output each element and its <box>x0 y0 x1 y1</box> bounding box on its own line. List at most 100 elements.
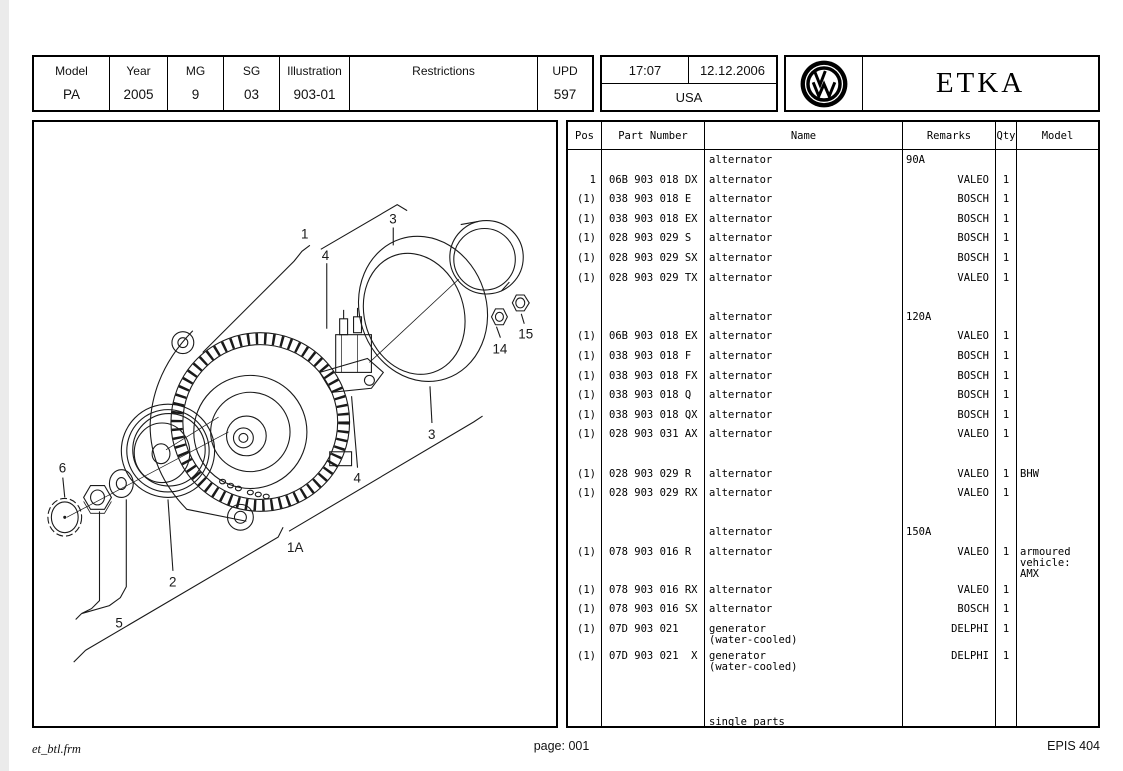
callout-1[interactable]: 1 <box>301 226 308 241</box>
name-cell: single parts <box>705 712 903 726</box>
remarks-cell: VALEO <box>903 169 996 190</box>
name-cell: alternator <box>705 599 903 620</box>
mg-value: 9 <box>191 87 200 102</box>
qty-cell <box>996 673 1017 693</box>
callout-2[interactable]: 2 <box>169 575 176 590</box>
name-cell: alternator <box>705 169 903 190</box>
name-cell: alternator <box>705 541 903 580</box>
qty-cell: 1 <box>996 228 1017 248</box>
table-row[interactable]: single parts <box>568 712 1098 726</box>
part-number-cell: 028 903 029 S <box>602 228 705 248</box>
model-cell <box>1017 366 1098 386</box>
part-number-cell: 038 903 018 FX <box>602 365 705 386</box>
model-cell <box>1017 346 1098 366</box>
model-cell <box>1017 424 1098 444</box>
col-header-part: Part Number <box>602 122 705 149</box>
part-number-cell: 028 903 029 TX <box>602 267 705 288</box>
pos-cell <box>568 150 602 170</box>
qty-cell: 1 <box>996 385 1017 405</box>
part-number-cell: 028 903 029 RX <box>602 483 705 503</box>
alternator-exploded-drawing: 1 4 3 14 15 3 4 1A 2 5 6 <box>47 204 533 663</box>
name-cell: alternator <box>705 267 903 288</box>
pos-cell <box>568 712 602 726</box>
remarks-cell <box>903 712 996 726</box>
pos-cell: (1) <box>568 483 602 503</box>
qty-cell <box>996 150 1017 170</box>
name-cell <box>705 673 903 693</box>
vw-logo-icon <box>786 57 863 110</box>
header-brand-box: ETKA <box>784 55 1100 112</box>
remarks-cell <box>903 287 996 307</box>
model-cell <box>1017 150 1098 170</box>
qty-cell: 1 <box>996 208 1017 229</box>
callout-5[interactable]: 5 <box>115 615 122 630</box>
part-number-cell: 028 903 031 AX <box>602 424 705 444</box>
part-number-cell: 038 903 018 F <box>602 345 705 366</box>
col-header-pos: Pos <box>568 122 602 149</box>
name-cell: alternator <box>705 463 903 484</box>
model-cell: armoured vehicle: AMX <box>1020 545 1071 580</box>
model-cell: BHW <box>1020 467 1039 480</box>
remarks-cell: BOSCH <box>903 189 996 209</box>
callout-15[interactable]: 15 <box>518 327 533 342</box>
callout-4-top[interactable]: 4 <box>322 248 330 263</box>
qty-cell: 1 <box>996 599 1017 620</box>
col-header-remarks: Remarks <box>903 122 996 149</box>
remarks-cell: BOSCH <box>903 247 996 268</box>
remarks-cell: VALEO <box>903 579 996 600</box>
sg-label: SG <box>242 64 261 78</box>
callout-1A[interactable]: 1A <box>287 540 303 555</box>
callout-6[interactable]: 6 <box>59 461 66 476</box>
model-cell <box>1017 209 1098 229</box>
qty-cell <box>996 522 1017 542</box>
pos-cell: 1 <box>568 169 602 190</box>
epis-version: EPIS 404 <box>1047 739 1100 753</box>
callout-3-top[interactable]: 3 <box>389 212 396 227</box>
pos-cell: (1) <box>568 619 602 647</box>
parts-table-header: Pos Part Number Name Remarks Qty Model <box>568 122 1098 150</box>
qty-cell <box>996 306 1017 327</box>
part-number-cell: 078 903 016 R <box>602 541 705 580</box>
year-field: Year 2005 <box>110 57 168 110</box>
year-value: 2005 <box>123 87 154 102</box>
table-spacer-row <box>568 502 1098 523</box>
table-spacer-row <box>568 673 1098 693</box>
model-cell <box>1017 712 1098 726</box>
callout-14[interactable]: 14 <box>492 342 507 357</box>
remarks-cell: VALEO <box>903 463 996 484</box>
model-cell <box>1017 483 1098 503</box>
table-spacer-row <box>568 443 1098 464</box>
remarks-cell: VALEO <box>903 424 996 444</box>
illustration-panel[interactable]: 1 4 3 14 15 3 4 1A 2 5 6 <box>32 120 558 728</box>
name-cell: alternator <box>705 424 903 444</box>
name-cell: alternator <box>705 345 903 366</box>
model-cell <box>1017 646 1098 673</box>
time-value: 17:07 <box>602 57 689 83</box>
callout-4-side[interactable]: 4 <box>354 471 362 486</box>
model-cell <box>1017 673 1098 693</box>
callout-3-side[interactable]: 3 <box>428 427 435 442</box>
model-cell <box>1017 385 1098 405</box>
